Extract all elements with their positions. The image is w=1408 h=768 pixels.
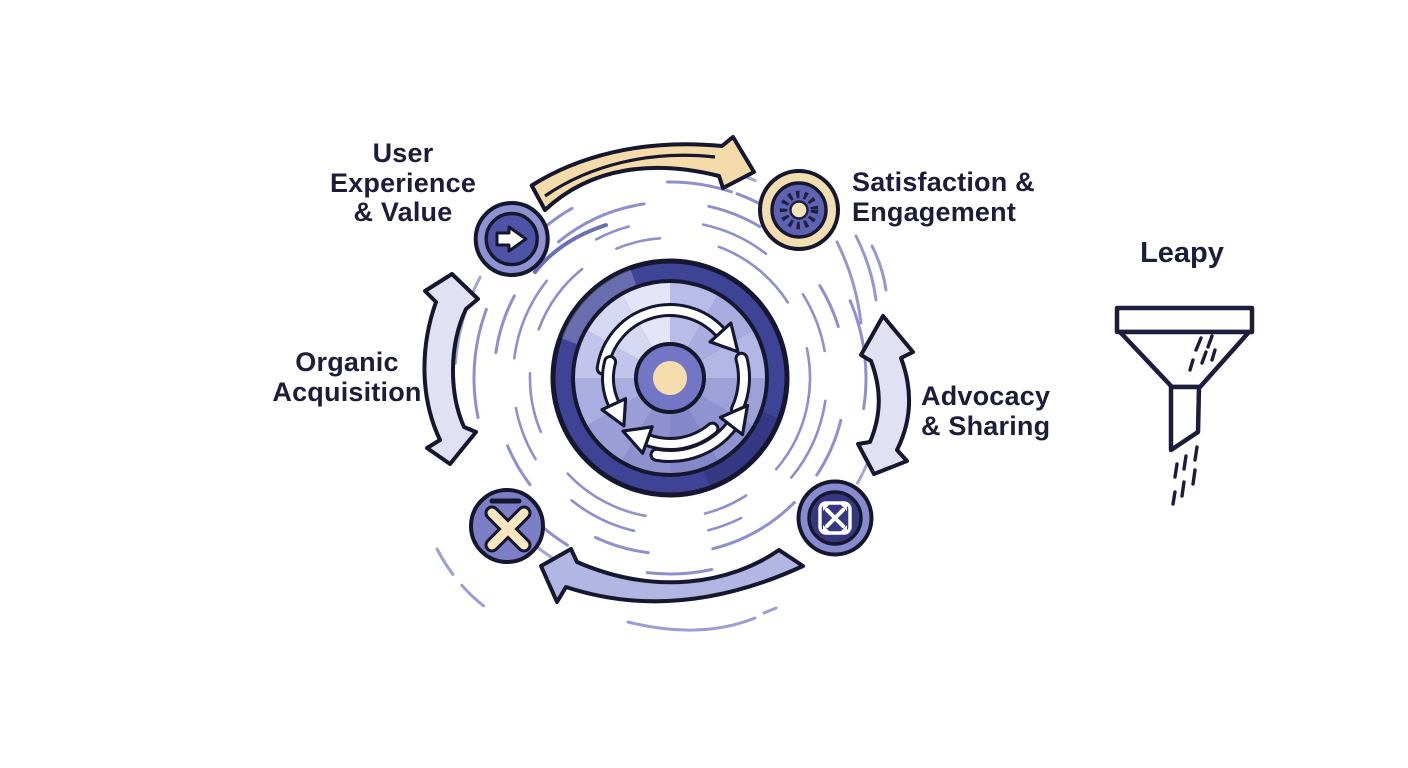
flow-arrow-right bbox=[856, 314, 915, 476]
label-satisfaction-engagement: Satisfaction & Engagement bbox=[852, 167, 1035, 227]
dismiss-x-icon bbox=[484, 498, 532, 553]
flow-arrow-left bbox=[422, 272, 480, 466]
label-organic-acquisition: Organic Acquisition bbox=[272, 347, 422, 407]
badge-advocacy bbox=[796, 479, 874, 557]
brand-title: Leapy bbox=[1140, 237, 1224, 269]
badge-user-experience bbox=[473, 201, 550, 277]
badge-dismiss bbox=[469, 488, 545, 564]
funnel-icon bbox=[1114, 305, 1255, 506]
arrow-right-icon bbox=[495, 225, 528, 253]
label-advocacy-sharing: Advocacy & Sharing bbox=[921, 381, 1051, 441]
rotation-arrows bbox=[595, 303, 751, 463]
sunburst-icon bbox=[779, 190, 819, 230]
label-user-experience-value: User Experience & Value bbox=[329, 138, 477, 227]
badge-satisfaction bbox=[758, 169, 840, 251]
expand-arrows-icon bbox=[818, 501, 852, 535]
flow-arrow-top bbox=[529, 135, 756, 212]
flywheel-hub-core bbox=[653, 361, 687, 395]
flow-arrow-bottom bbox=[539, 547, 805, 604]
growth-flywheel bbox=[550, 258, 790, 498]
